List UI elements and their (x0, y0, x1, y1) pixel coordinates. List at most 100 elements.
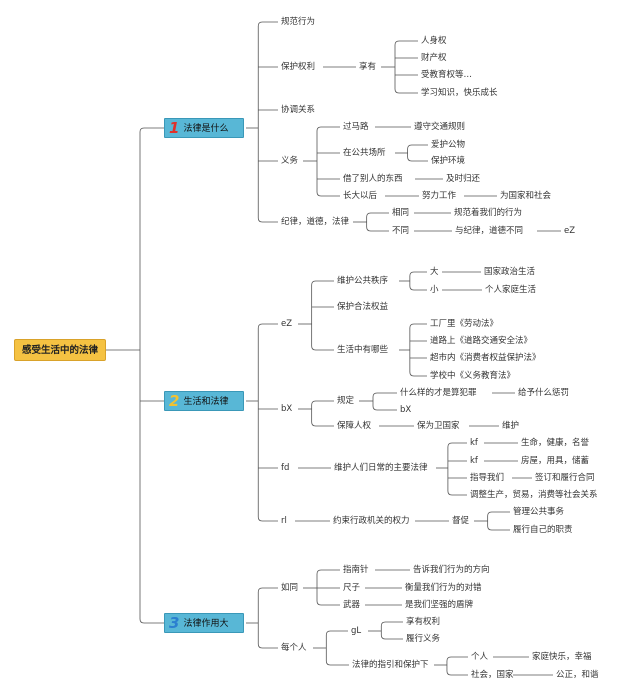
node-b4a1a[interactable]: 管理公共事务 (513, 507, 565, 517)
node-b1a1a[interactable]: 国家政治生活 (484, 267, 536, 277)
node-a5[interactable]: 纪律，道德，法律 (281, 217, 350, 227)
node-a4d[interactable]: 长大以后 (343, 191, 378, 201)
connector-b1c-b1c4 (409, 371, 427, 377)
node-c2b[interactable]: 法律的指引和保护下 (352, 660, 429, 670)
node-b4a1b[interactable]: 履行自己的职责 (513, 525, 573, 535)
topic-1-label: 法律是什么 (183, 124, 229, 134)
node-c2a[interactable]: gL (351, 626, 362, 636)
connector-a2a-a2a4 (394, 88, 418, 94)
node-c1b[interactable]: 尺子 (343, 583, 361, 593)
node-c2b2a[interactable]: 公正，和谐 (556, 670, 599, 680)
node-a2a[interactable]: 享有 (359, 62, 377, 72)
node-b1c[interactable]: 生活中有哪些 (337, 345, 389, 355)
node-b1[interactable]: eZ (281, 319, 293, 329)
node-c2b1[interactable]: 个人 (471, 652, 489, 662)
node-a2a3[interactable]: 受教育权等… (421, 70, 473, 80)
connector-t2-b4 (257, 516, 278, 522)
node-b4a[interactable]: 约束行政机关的权力 (333, 516, 410, 526)
node-b3a4[interactable]: 调整生产，贸易，消费等社会关系 (470, 490, 598, 500)
connector-b4a1-b4a1b (487, 525, 510, 531)
node-b1b[interactable]: 保护合法权益 (337, 302, 389, 312)
node-a4d2[interactable]: 为国家和社会 (500, 191, 552, 201)
connector-t3-c1 (257, 587, 278, 593)
node-c1b1[interactable]: 衡量我们行为的对错 (405, 583, 482, 593)
node-a5a1[interactable]: 规范着我们的行为 (454, 208, 523, 218)
node-b2a[interactable]: 规定 (337, 396, 355, 406)
node-b2b1a[interactable]: 维护 (502, 421, 520, 431)
node-a4a1[interactable]: 遵守交通规则 (414, 122, 466, 132)
node-c2a2[interactable]: 履行义务 (406, 634, 441, 644)
connector-b1c-b1c1 (409, 323, 427, 329)
connector-c2a-c2a1 (380, 621, 403, 627)
node-b2b[interactable]: 保障人权 (337, 421, 372, 431)
node-b3a3a[interactable]: 签订和履行合同 (535, 473, 595, 483)
node-b1c4[interactable]: 学校中《义务教育法》 (430, 371, 516, 381)
node-c1[interactable]: 如同 (281, 583, 299, 593)
node-a2a2[interactable]: 财产权 (421, 53, 447, 63)
node-b3a2[interactable]: kf (470, 456, 478, 466)
node-a4b[interactable]: 在公共场所 (343, 148, 386, 158)
node-a2a4[interactable]: 学习知识，快乐成长 (421, 88, 498, 98)
connector-c1-c1c (316, 600, 340, 606)
node-b1a[interactable]: 维护公共秩序 (337, 276, 389, 286)
root-topic[interactable]: 感受生活中的法律 (14, 339, 106, 361)
node-c1c1[interactable]: 是我们坚强的盾牌 (405, 600, 474, 610)
connector-b2a-b2a2 (372, 405, 397, 411)
connector-c2-c2a (325, 630, 348, 636)
node-b2a1[interactable]: 什么样的才是算犯罪 (400, 388, 477, 398)
connector-b2a-b2a1 (372, 392, 397, 398)
node-a2a1[interactable]: 人身权 (421, 36, 447, 46)
node-a4c[interactable]: 借了别人的东西 (343, 174, 403, 184)
node-b3a2a[interactable]: 房屋，用具，储蓄 (521, 456, 590, 466)
topic-number-1: 1 (169, 119, 180, 137)
node-b3a1[interactable]: kf (470, 438, 478, 448)
node-a4b1[interactable]: 爱护公物 (431, 140, 466, 150)
node-b2b1[interactable]: 保为卫国家 (417, 421, 460, 431)
node-c2b1a[interactable]: 家庭快乐，幸福 (532, 652, 592, 662)
node-b1c2[interactable]: 道路上《道路交通安全法》 (430, 336, 533, 346)
node-a5b[interactable]: 不同 (392, 226, 410, 236)
node-c2[interactable]: 每个人 (281, 643, 307, 653)
node-b1a2[interactable]: 小 (430, 285, 439, 295)
node-c1c[interactable]: 武器 (343, 600, 361, 610)
node-b4[interactable]: rl (281, 516, 287, 526)
node-a4[interactable]: 义务 (281, 156, 299, 166)
node-a2[interactable]: 保护权利 (281, 62, 316, 72)
node-b2[interactable]: bX (281, 404, 293, 414)
node-b1a1[interactable]: 大 (430, 267, 439, 277)
node-b2a2[interactable]: bX (400, 405, 412, 415)
node-b3a[interactable]: 维护人们日常的主要法律 (334, 463, 428, 473)
topic-2-label: 生活和法律 (183, 397, 229, 407)
node-a4d1[interactable]: 努力工作 (422, 191, 457, 201)
node-c1a[interactable]: 指南针 (343, 565, 369, 575)
node-b2a1a[interactable]: 给予什么惩罚 (518, 388, 570, 398)
node-b3a1a[interactable]: 生命，健康，名誉 (521, 438, 590, 448)
node-a4a[interactable]: 过马路 (343, 122, 369, 132)
node-b3a3[interactable]: 指导我们 (470, 473, 505, 483)
connector-b1-b1c (311, 345, 334, 351)
node-a4b2[interactable]: 保护环境 (431, 156, 466, 166)
node-b3[interactable]: fd (281, 463, 290, 473)
node-c2a1[interactable]: 享有权利 (406, 617, 441, 627)
node-a1[interactable]: 规范行为 (281, 17, 316, 27)
node-b1c1[interactable]: 工厂里《劳动法》 (430, 319, 499, 329)
node-a5b2[interactable]: eZ (564, 226, 576, 236)
connector-a5-a5b (366, 226, 389, 232)
node-a3[interactable]: 协调关系 (281, 105, 316, 115)
node-a5b1[interactable]: 与纪律，道德不同 (455, 226, 524, 236)
node-b1c3[interactable]: 超市内《消费者权益保护法》 (430, 353, 541, 363)
connector-a4-a4a (316, 126, 340, 132)
node-c1a1[interactable]: 告诉我们行为的方向 (413, 565, 490, 575)
node-b4a1[interactable]: 督促 (452, 516, 470, 526)
node-a4c1[interactable]: 及时归还 (446, 174, 481, 184)
connector-t1-a5 (257, 217, 278, 223)
connector-c2b-c2b2 (446, 670, 468, 676)
node-c2b2[interactable]: 社会，国家 (471, 670, 514, 680)
connector-b1a-b1a1 (409, 271, 427, 277)
node-a5a[interactable]: 相同 (392, 208, 410, 218)
node-b1a2a[interactable]: 个人家庭生活 (485, 285, 537, 295)
